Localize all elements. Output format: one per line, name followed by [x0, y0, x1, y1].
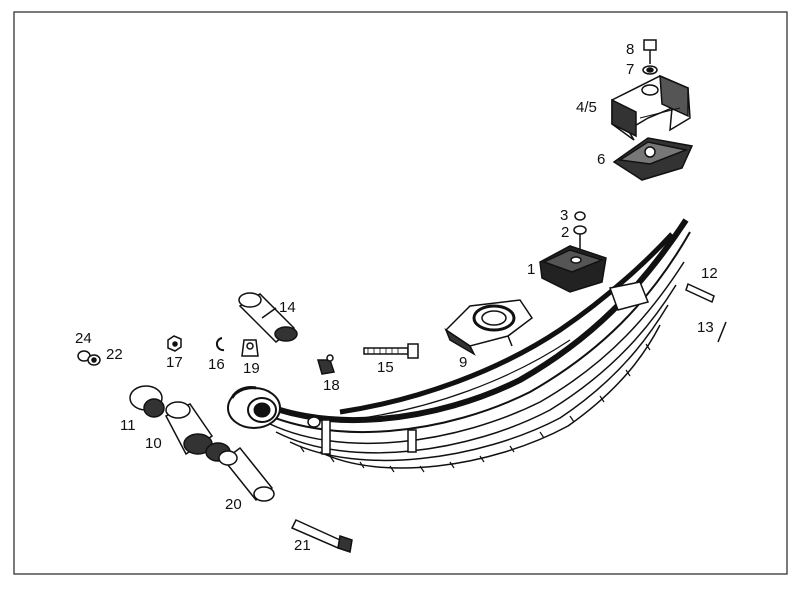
- label-6: 6: [597, 151, 606, 168]
- label-19: 19: [243, 360, 260, 377]
- part-10-shackle-bush: [164, 401, 214, 456]
- label-8: 8: [626, 41, 635, 58]
- part-17-nut: [167, 335, 182, 352]
- label-12: 12: [701, 265, 718, 282]
- part-20-sleeve: [205, 442, 275, 502]
- part-14-bushing: [238, 292, 298, 343]
- part-11-bush-cap: [129, 385, 165, 418]
- diagram-border: [13, 11, 788, 575]
- part-19-rubber-bush: [241, 339, 259, 357]
- part-12-pin: [685, 282, 715, 304]
- part-6-plate: [612, 137, 694, 181]
- part-15-bolt: [363, 343, 419, 359]
- label-4-5: 4/5: [576, 99, 597, 116]
- part-9-spring-seat: [444, 299, 534, 356]
- label-21: 21: [294, 537, 311, 554]
- leaf-spring: [227, 218, 691, 473]
- label-18: 18: [323, 377, 340, 394]
- label-9: 9: [459, 354, 468, 371]
- label-22: 22: [106, 346, 123, 363]
- label-16: 16: [208, 356, 225, 373]
- part-7-8-bolt-washer: [642, 39, 658, 75]
- label-15: 15: [377, 359, 394, 376]
- label-24: 24: [75, 330, 92, 347]
- label-2: 2: [561, 224, 570, 241]
- label-11: 11: [120, 417, 136, 434]
- label-7: 7: [626, 61, 635, 78]
- label-14: 14: [279, 299, 296, 316]
- label-20: 20: [225, 496, 242, 513]
- part-18-grease-nipple: [317, 354, 335, 375]
- part-4-5-bracket: [611, 74, 691, 141]
- part-13-split-pin: [717, 321, 727, 343]
- label-10: 10: [145, 435, 162, 452]
- part-22-24-nut-washer: [77, 350, 101, 366]
- label-1: 1: [527, 261, 536, 278]
- part-2-3-washer-nut: [573, 211, 587, 250]
- part-16-clip: [215, 337, 225, 352]
- label-17: 17: [166, 354, 183, 371]
- label-3: 3: [560, 207, 569, 224]
- label-13: 13: [697, 319, 714, 336]
- part-1-pad: [539, 245, 607, 293]
- part-21-shackle-bolt: [290, 519, 353, 553]
